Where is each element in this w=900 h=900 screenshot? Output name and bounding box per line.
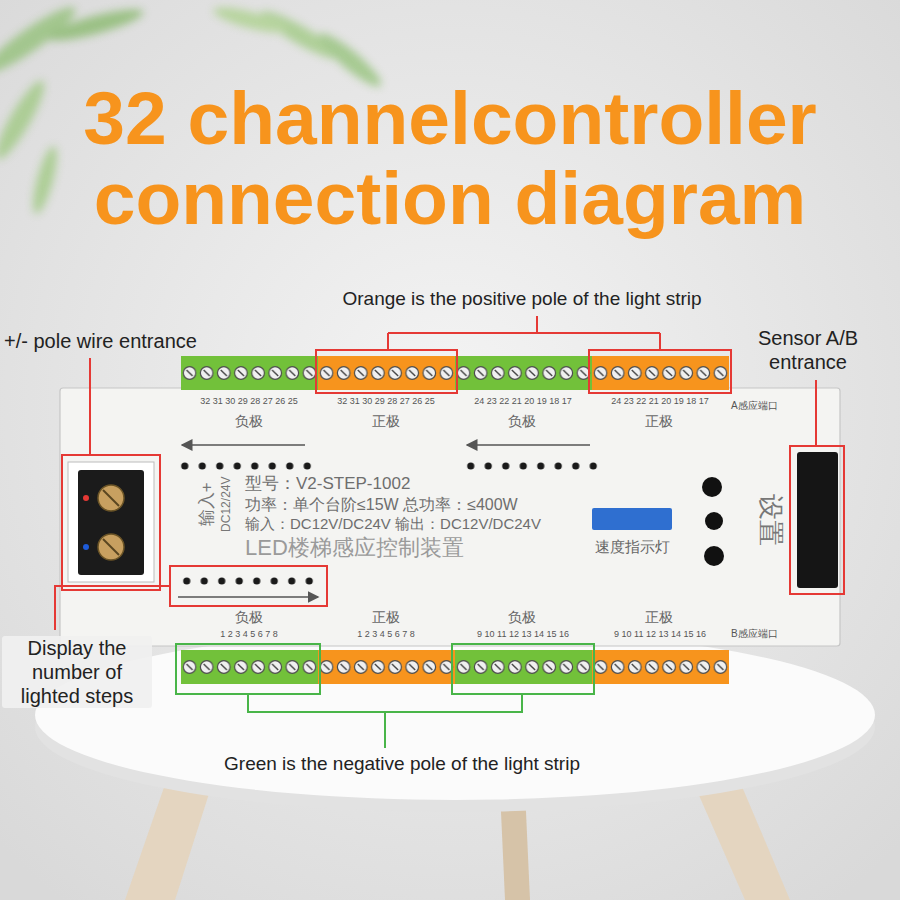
callout-label: Sensor A/B entrance bbox=[748, 326, 868, 374]
terminal-numbers: 32 31 30 29 28 27 26 25 bbox=[181, 396, 317, 407]
pole-label: 正极 bbox=[619, 413, 699, 430]
red-callouts bbox=[55, 316, 844, 630]
stool bbox=[35, 630, 875, 900]
callout-label: Green is the negative pole of the light … bbox=[162, 753, 642, 776]
terminal-numbers: 32 31 30 29 28 27 26 25 bbox=[318, 396, 454, 407]
input-label: 输入+ bbox=[197, 474, 217, 534]
callout-label: Display the number of lighted steps bbox=[2, 636, 152, 708]
power-rating: 功率：单个台阶≤15W 总功率：≤400W bbox=[245, 495, 518, 514]
pole-label: 负极 bbox=[482, 609, 562, 626]
io-rating: 输入：DC12V/DC24V 输出：DC12V/DC24V bbox=[245, 515, 541, 533]
pole-label: 负极 bbox=[209, 609, 289, 626]
setting-label: 设置 bbox=[754, 490, 785, 550]
callout-label: +/- pole wire entrance bbox=[4, 329, 234, 353]
terminal-numbers: 1 2 3 4 5 6 7 8 bbox=[318, 629, 454, 640]
title-heading: 32 channelcontroller connection diagram bbox=[50, 78, 850, 238]
controller-body bbox=[60, 356, 840, 684]
pole-label: 负极 bbox=[209, 413, 289, 430]
pole-label: 正极 bbox=[346, 609, 426, 626]
model-number: 型号：V2-STEP-1002 bbox=[245, 474, 410, 494]
device-name: LED楼梯感应控制装置 bbox=[245, 535, 464, 561]
voltage-label: DC12/24V bbox=[219, 474, 233, 534]
green-callouts bbox=[176, 644, 594, 748]
port-label: A感应端口 bbox=[731, 400, 787, 412]
pole-label: 正极 bbox=[619, 609, 699, 626]
indicator-label: 速度指示灯 bbox=[582, 538, 682, 556]
terminal-numbers: 9 10 11 12 13 14 15 16 bbox=[592, 629, 728, 640]
terminal-numbers: 9 10 11 12 13 14 15 16 bbox=[455, 629, 591, 640]
pole-label: 负极 bbox=[482, 413, 562, 430]
callout-label: Orange is the positive pole of the light… bbox=[262, 288, 782, 311]
controller-housing: 型号：V2-STEP-1002功率：单个台阶≤15W 总功率：≤400W输入：D… bbox=[60, 388, 840, 646]
pole-label: 正极 bbox=[346, 413, 426, 430]
terminal-numbers: 24 23 22 21 20 19 18 17 bbox=[592, 396, 728, 407]
terminal-numbers: 24 23 22 21 20 19 18 17 bbox=[455, 396, 591, 407]
terminal-numbers: 1 2 3 4 5 6 7 8 bbox=[181, 629, 317, 640]
port-label: B感应端口 bbox=[731, 628, 787, 640]
